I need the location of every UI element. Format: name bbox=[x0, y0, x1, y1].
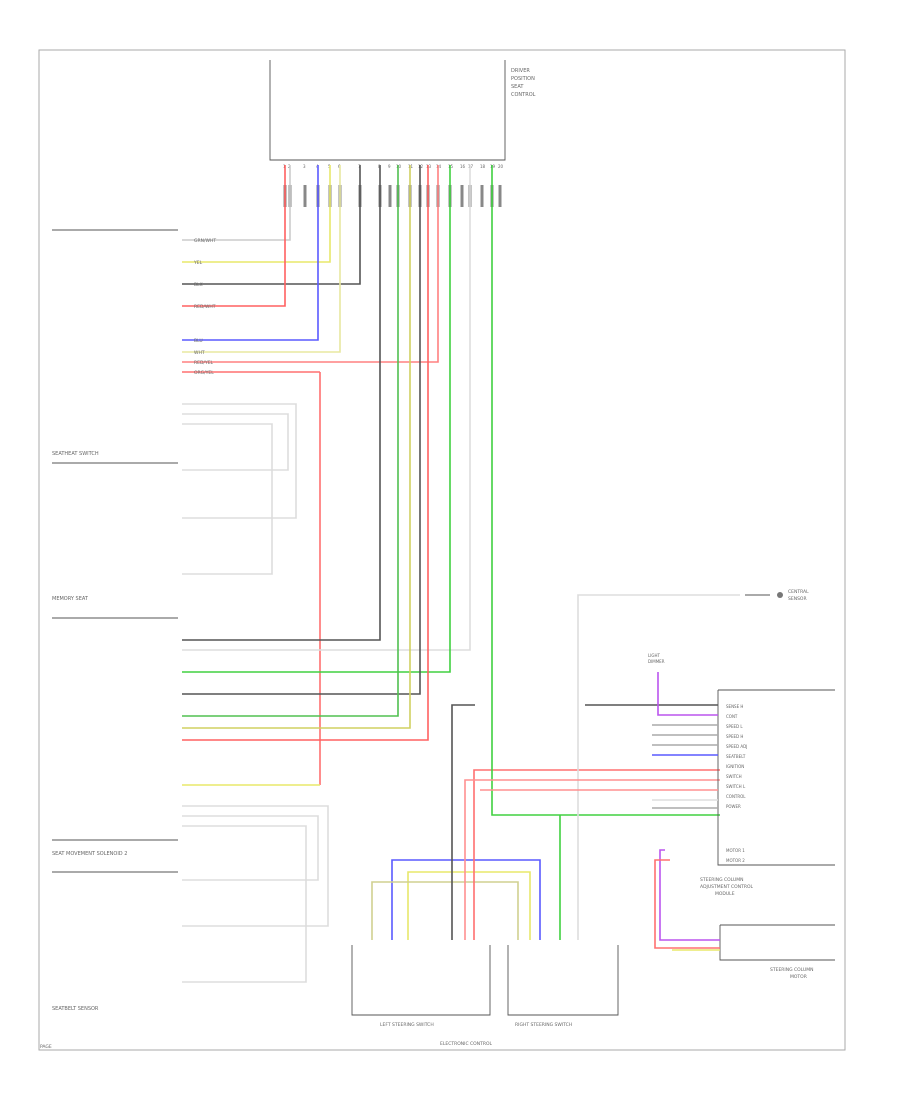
motor-pin-label: MOTOR 2 bbox=[726, 858, 745, 863]
top-connector-pin-label: 3 bbox=[303, 164, 306, 169]
sensor-line-1: CENTRAL bbox=[788, 589, 809, 595]
sensor-line-2: SENSOR bbox=[788, 596, 807, 602]
wire-label-yel: YEL bbox=[193, 260, 203, 266]
top-connector-pin bbox=[303, 185, 307, 207]
trim-switch-module: SENSE H CONT SPEED L SPEED H SPEED ADJ SEATBE… bbox=[480, 672, 835, 897]
ground-line-1: LIGHT bbox=[648, 653, 661, 658]
wire-label-blu: BLU bbox=[194, 338, 203, 344]
page-frame bbox=[38, 49, 846, 1051]
wire-group-seat-solenoid bbox=[182, 805, 329, 983]
wire-group-memory bbox=[182, 165, 471, 786]
steering-switches: LEFT STEERING SWITCH RIGHT STEERING SWIT… bbox=[351, 945, 619, 1047]
trim-switch-line-2: ADJUSTMENT CONTROL bbox=[700, 884, 754, 890]
trim-switch-pin-label: SEATBELT bbox=[726, 754, 746, 759]
wire-group-switches bbox=[371, 165, 740, 940]
top-connector-pin bbox=[460, 185, 464, 207]
top-connector-pin-label: 20 bbox=[498, 164, 504, 169]
trim-switch-pin-label: SPEED L bbox=[726, 724, 743, 729]
upper-module: DRIVER POSITION SEAT CONTROL bbox=[269, 60, 536, 161]
column-motor-module: STEERING COLUMN MOTOR bbox=[654, 849, 835, 980]
wire-label-blk: BLK bbox=[194, 282, 204, 288]
column-motor-line-2: MOTOR bbox=[790, 974, 807, 980]
left-switch-label: LEFT STEERING SWITCH bbox=[380, 1022, 434, 1028]
motor-pin-label: MOTOR 1 bbox=[726, 848, 745, 853]
side-label-1: SEATHEAT SWITCH bbox=[52, 451, 99, 457]
trim-switch-pin-label: SENSE H bbox=[726, 704, 743, 709]
trim-switch-pin-label: POWER bbox=[726, 804, 741, 809]
side-connectors: SEATHEAT SWITCH MEMORY SEAT SEAT MOVEMEN… bbox=[52, 229, 178, 1012]
trim-switch-pin-label: IGNITION bbox=[726, 764, 744, 769]
trim-switch-line-3: MODULE bbox=[715, 891, 735, 897]
trim-switch-pin-label: SWITCH L bbox=[726, 784, 746, 789]
upper-module-line-4: CONTROL bbox=[511, 92, 536, 98]
top-connector-pin bbox=[498, 185, 502, 207]
trim-switch-line-1: STEERING COLUMN bbox=[700, 877, 744, 883]
top-connector-pin bbox=[480, 185, 484, 207]
trim-switch-pin-label: CONT bbox=[726, 714, 738, 719]
upper-module-label: DRIVER POSITION SEAT CONTROL bbox=[511, 68, 536, 98]
column-motor-line-1: STEERING COLUMN bbox=[770, 967, 814, 973]
right-switch-label: RIGHT STEERING SWITCH bbox=[515, 1022, 572, 1028]
wire-label-red-yel: RED/YEL bbox=[194, 360, 214, 366]
upper-module-line-2: POSITION bbox=[511, 76, 535, 82]
sensor-icon bbox=[777, 592, 783, 598]
top-connector-pin-label: 18 bbox=[480, 164, 486, 169]
top-connector-pin-label: 16 bbox=[460, 164, 466, 169]
wire-group-upper: GRN/WHT YEL BLK RED/WHT BLU WHT RED/YEL … bbox=[182, 165, 439, 785]
corner-label: PAGE bbox=[40, 1044, 52, 1050]
wire-label-org-yel: ORG/YEL bbox=[194, 370, 214, 376]
trim-switch-pin-label: SWITCH bbox=[726, 774, 742, 779]
side-label-3: SEAT MOVEMENT SOLENOID 2 bbox=[52, 851, 127, 857]
upper-module-line-3: SEAT bbox=[511, 84, 524, 90]
trim-switch-pins: SENSE H CONT SPEED L SPEED H SPEED ADJ SEATBE… bbox=[726, 704, 747, 863]
top-connector-pin bbox=[388, 185, 392, 207]
side-label-4: SEATBELT SENSOR bbox=[52, 1006, 99, 1012]
ground-line-2: DIMMER bbox=[648, 659, 665, 664]
top-connector-pin-label: 9 bbox=[388, 164, 391, 169]
footer-label: ELECTRONIC CONTROL bbox=[440, 1041, 492, 1047]
wire-label-red-wht: RED/WHT bbox=[194, 304, 216, 310]
wire-label-grn-wht: GRN/WHT bbox=[194, 238, 216, 244]
wire-group-heater bbox=[182, 403, 297, 575]
trim-switch-pin-label: SPEED H bbox=[726, 734, 743, 739]
upper-module-line-1: DRIVER bbox=[511, 68, 530, 74]
wire-label-wht: WHT bbox=[194, 350, 205, 356]
trim-switch-pin-label: CONTROL bbox=[726, 794, 746, 799]
trim-switch-pin-label: SPEED ADJ bbox=[726, 744, 747, 749]
side-label-2: MEMORY SEAT bbox=[52, 596, 89, 602]
sensor: CENTRAL SENSOR LIGHT DIMMER bbox=[648, 589, 809, 664]
